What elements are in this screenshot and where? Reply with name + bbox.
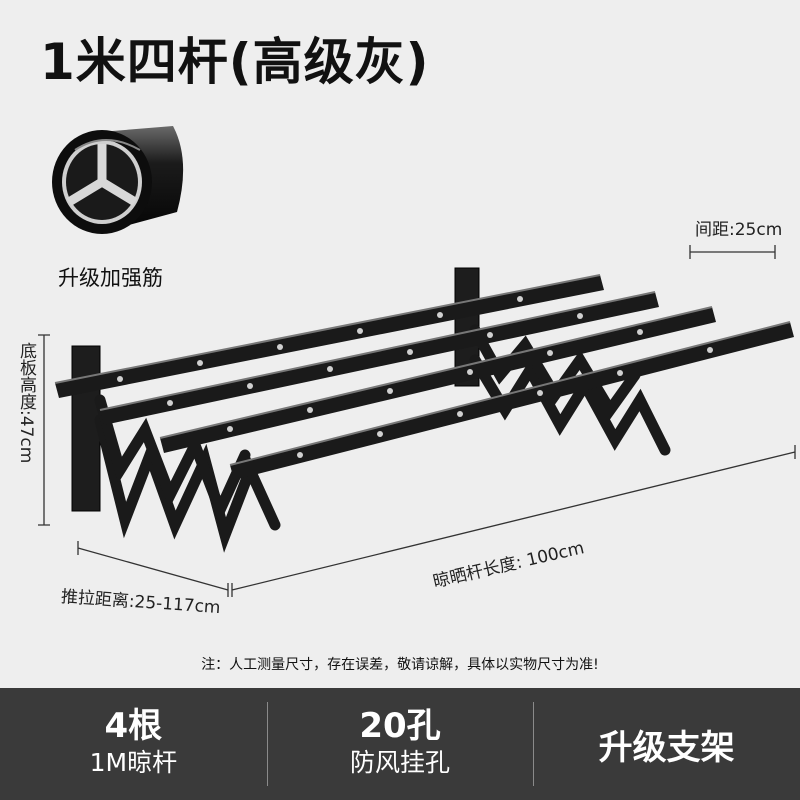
dimension-lines [38, 245, 796, 597]
rod-4 [229, 321, 794, 480]
spacing-label: 间距:25cm [695, 220, 783, 240]
drying-rack-illustration [38, 245, 796, 597]
page-title: 1米四杆(高级灰) [40, 33, 430, 91]
rod-1 [54, 274, 604, 398]
rod-2 [99, 291, 659, 425]
feature-rods: 4根 1M晾杆 [0, 688, 267, 800]
rods [54, 274, 794, 480]
base-height-label: 底板高度:47cm [16, 342, 36, 464]
feature-holes: 20孔 防风挂孔 [266, 688, 534, 800]
feature-holes-count: 20孔 [359, 706, 441, 747]
left-wall-plate [71, 345, 101, 512]
feature-holes-desc: 防风挂孔 [350, 748, 451, 778]
rod-3 [159, 306, 716, 453]
hang-holes [117, 296, 713, 458]
disclaimer-note: 注：人工测量尺寸，存在误差，敬请谅解，具体以实物尺寸为准! [201, 657, 599, 673]
feature-bracket: 升级支架 [533, 688, 800, 800]
feature-footer: 4根 1M晾杆 20孔 防风挂孔 升级支架 [0, 688, 800, 800]
feature-rods-desc: 1M晾杆 [89, 748, 178, 778]
tube-cross-section-icon [52, 126, 184, 234]
badge-label: 升级加强筋 [58, 266, 163, 290]
feature-rods-count: 4根 [104, 706, 163, 747]
feature-bracket-label: 升级支架 [598, 727, 735, 768]
